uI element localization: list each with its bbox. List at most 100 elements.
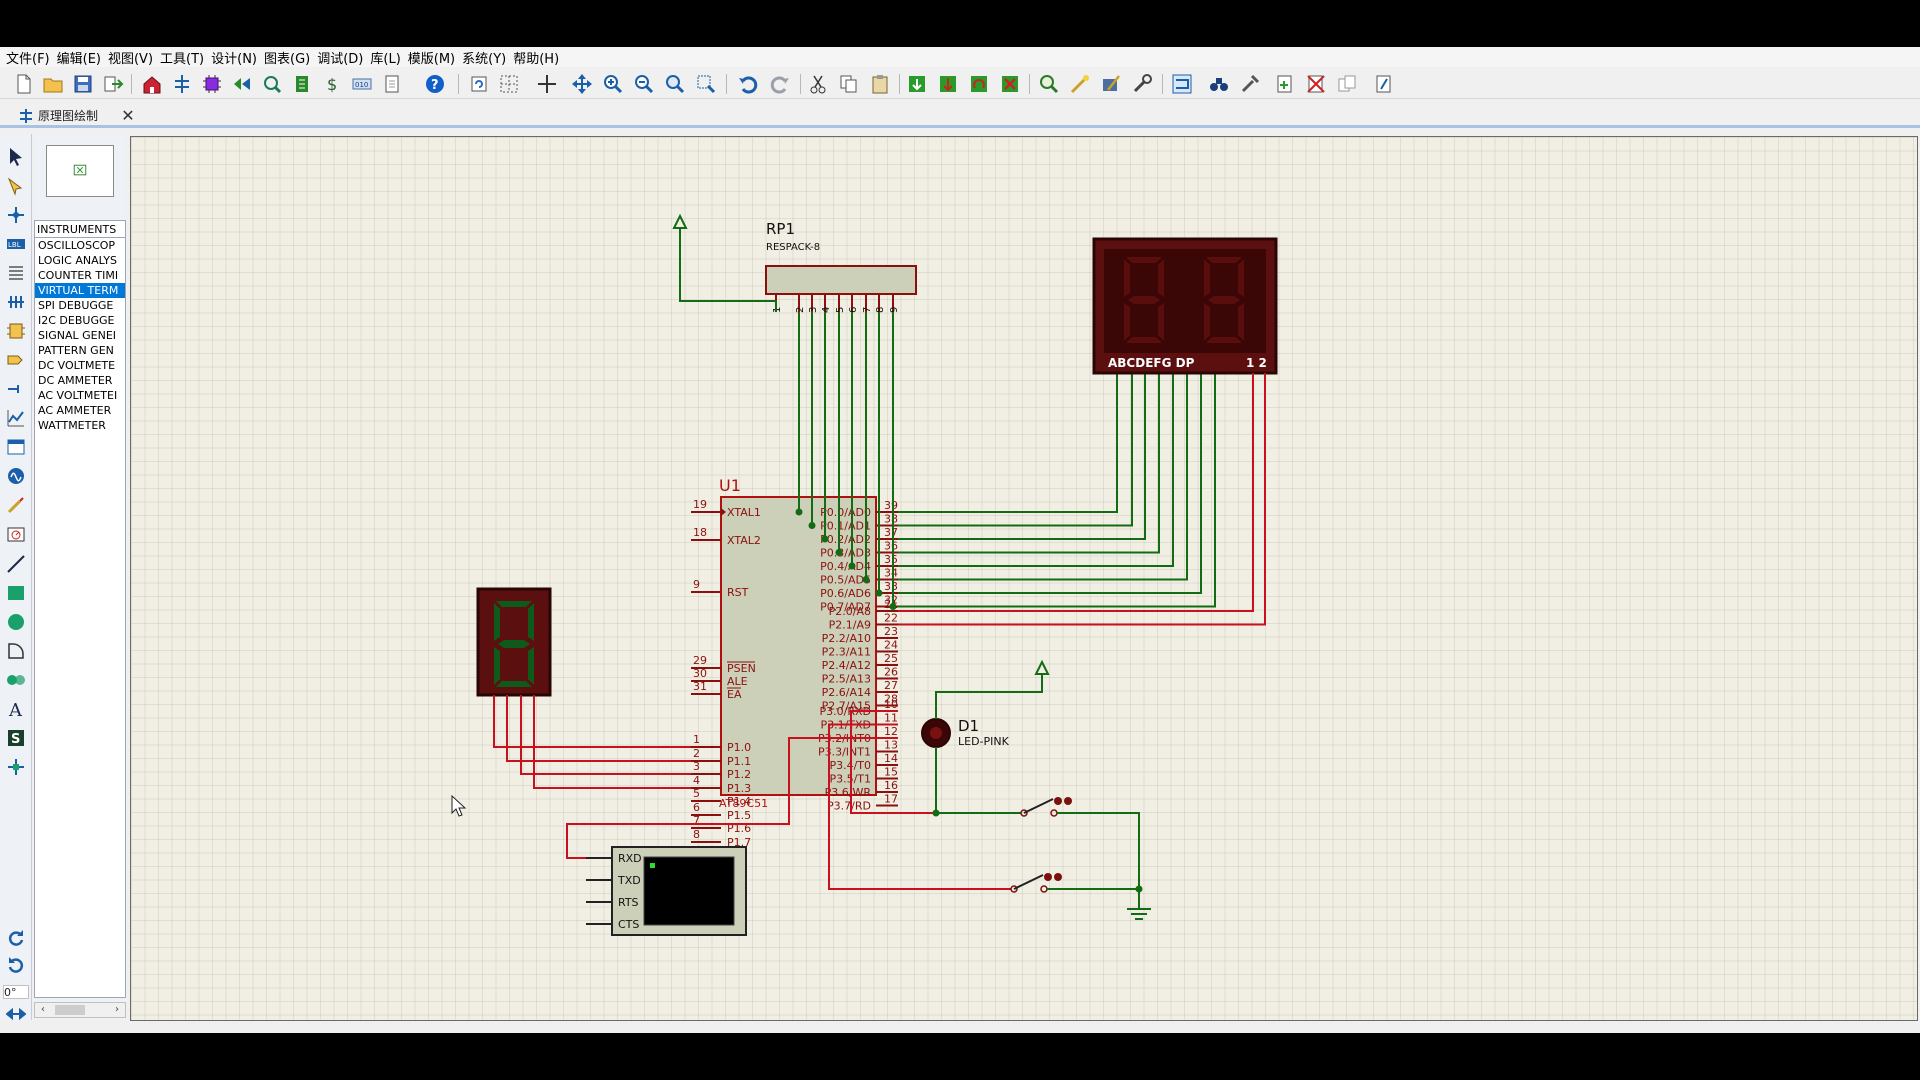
- junction-dot-icon[interactable]: [4, 203, 28, 227]
- zoom-in-icon[interactable]: [601, 72, 625, 96]
- block-move-icon[interactable]: [936, 72, 960, 96]
- instrument-item[interactable]: AC VOLTMETEI: [38, 389, 118, 402]
- menu-graph[interactable]: 图表(G): [264, 51, 311, 67]
- new-file-icon[interactable]: [12, 72, 36, 96]
- instrument-item[interactable]: SIGNAL GENEI: [38, 329, 117, 342]
- box-tool-icon[interactable]: [4, 581, 28, 605]
- arc-tool-icon[interactable]: [4, 639, 28, 663]
- terminals-mode-icon[interactable]: [4, 348, 28, 372]
- instrument-item[interactable]: DC VOLTMETE: [38, 359, 116, 372]
- tab-close-icon[interactable]: ✕: [121, 106, 135, 125]
- instrument-item[interactable]: OSCILLOSCOP: [38, 239, 116, 252]
- tab-schematic-capture[interactable]: 原理图绘制 ✕: [18, 103, 136, 128]
- bus-icon[interactable]: [4, 290, 28, 314]
- menu-system[interactable]: 系统(Y): [462, 51, 507, 67]
- instrument-item[interactable]: DC AMMETER: [38, 374, 113, 387]
- save-icon[interactable]: [71, 72, 95, 96]
- help-icon[interactable]: ?: [423, 72, 447, 96]
- remove-sheet-icon[interactable]: [1304, 72, 1328, 96]
- instrument-item[interactable]: AC AMMETER: [38, 404, 112, 417]
- rotate-clockwise-icon[interactable]: [4, 925, 28, 949]
- home-icon[interactable]: [140, 72, 164, 96]
- exit-to-parent-icon[interactable]: [1335, 72, 1359, 96]
- instrument-item[interactable]: SPI DEBUGGE: [38, 299, 114, 312]
- path-tool-icon[interactable]: [4, 668, 28, 692]
- menu-edit[interactable]: 编辑(E): [56, 51, 101, 67]
- mirror-horizontal-icon[interactable]: [4, 1002, 28, 1026]
- block-delete-icon[interactable]: [998, 72, 1022, 96]
- menu-help[interactable]: 帮助(H): [513, 51, 560, 67]
- line-tool-icon[interactable]: [4, 552, 28, 576]
- wire-autorouter-icon[interactable]: [1170, 72, 1194, 96]
- zoom-out-icon[interactable]: [632, 72, 656, 96]
- paste-icon[interactable]: [868, 72, 892, 96]
- voltage-probe-icon[interactable]: [4, 493, 28, 517]
- schematic-capture-icon[interactable]: [170, 72, 194, 96]
- menu-view[interactable]: 视图(V): [107, 51, 154, 67]
- pick-device-icon[interactable]: [1037, 72, 1061, 96]
- pcb-layout-icon[interactable]: [200, 72, 224, 96]
- menu-library[interactable]: 库(L): [370, 51, 401, 67]
- decompose-icon[interactable]: [1130, 72, 1154, 96]
- overview-preview[interactable]: [46, 145, 114, 197]
- menu-debug[interactable]: 调试(D): [317, 51, 364, 67]
- horizontal-scrollbar[interactable]: ‹ ›: [34, 1002, 126, 1018]
- block-copy-icon[interactable]: [905, 72, 929, 96]
- redo-icon[interactable]: [768, 72, 792, 96]
- wire-label-icon[interactable]: LBL: [4, 232, 28, 256]
- gerber-viewer-icon[interactable]: [260, 72, 284, 96]
- subcircuit-icon[interactable]: [4, 319, 28, 343]
- circle-tool-icon[interactable]: [4, 610, 28, 634]
- notes-icon[interactable]: [380, 72, 404, 96]
- virtual-instruments-icon[interactable]: [4, 522, 28, 546]
- design-explorer-icon[interactable]: $: [320, 72, 344, 96]
- instrument-item[interactable]: WATTMETER: [38, 419, 106, 432]
- symbol-tool-icon[interactable]: S: [4, 726, 28, 750]
- grid-toggle-icon[interactable]: [497, 72, 521, 96]
- text-script-icon[interactable]: [4, 261, 28, 285]
- bom-icon[interactable]: [290, 72, 314, 96]
- undo-icon[interactable]: [736, 72, 760, 96]
- instrument-item[interactable]: COUNTER TIMI: [38, 269, 119, 282]
- import-section-icon[interactable]: [101, 72, 125, 96]
- generator-mode-icon[interactable]: [4, 464, 28, 488]
- block-rotate-icon[interactable]: [967, 72, 991, 96]
- scroll-right-icon[interactable]: ›: [115, 1004, 119, 1015]
- zoom-area-icon[interactable]: [694, 72, 718, 96]
- menu-design[interactable]: 设计(N): [211, 51, 257, 67]
- scroll-thumb[interactable]: [55, 1005, 85, 1015]
- instrument-item[interactable]: PATTERN GEN: [38, 344, 114, 357]
- instrument-item[interactable]: I2C DEBUGGE: [38, 314, 115, 327]
- menu-template[interactable]: 模版(M): [407, 51, 456, 67]
- scroll-left-icon[interactable]: ‹: [41, 1004, 45, 1015]
- marker-tool-icon[interactable]: [4, 755, 28, 779]
- copy-icon[interactable]: [837, 72, 861, 96]
- cut-icon[interactable]: [806, 72, 830, 96]
- component-mode-icon[interactable]: [4, 174, 28, 198]
- tape-recorder-icon[interactable]: [4, 435, 28, 459]
- search-tag-icon[interactable]: [1207, 72, 1231, 96]
- text-tool-icon[interactable]: A: [4, 697, 28, 721]
- pan-icon[interactable]: [570, 72, 594, 96]
- rotate-anticlockwise-icon[interactable]: [4, 952, 28, 976]
- open-folder-icon[interactable]: [41, 72, 65, 96]
- menu-file[interactable]: 文件(F): [6, 51, 50, 67]
- selection-mode-icon[interactable]: [4, 144, 28, 168]
- rotation-angle-field[interactable]: 0°: [3, 985, 29, 999]
- new-sheet-icon[interactable]: [1273, 72, 1297, 96]
- menu-tools[interactable]: 工具(T): [160, 51, 205, 67]
- device-pins-icon[interactable]: [4, 377, 28, 401]
- make-device-icon[interactable]: [1068, 72, 1092, 96]
- electrical-rule-check-icon[interactable]: [1372, 72, 1396, 96]
- packaging-tool-icon[interactable]: [1099, 72, 1123, 96]
- property-assignment-icon[interactable]: [1238, 72, 1262, 96]
- 3d-viewer-icon[interactable]: [230, 72, 254, 96]
- zoom-all-icon[interactable]: [663, 72, 687, 96]
- instrument-item-selected[interactable]: VIRTUAL TERM: [35, 283, 125, 298]
- source-code-icon[interactable]: 010: [350, 72, 374, 96]
- instrument-item[interactable]: LOGIC ANALYS: [38, 254, 117, 267]
- origin-icon[interactable]: [535, 72, 559, 96]
- graph-mode-icon[interactable]: [4, 406, 28, 430]
- refresh-icon[interactable]: [467, 72, 491, 96]
